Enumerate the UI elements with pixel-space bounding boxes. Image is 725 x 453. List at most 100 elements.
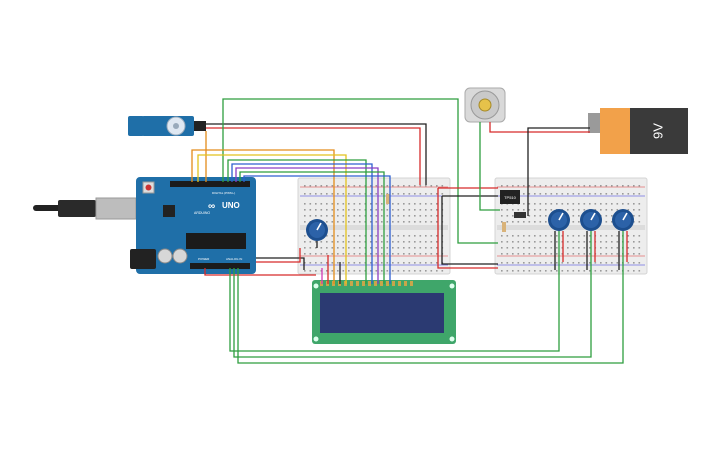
breadboard-hole [550, 235, 553, 237]
breadboard-hole [326, 193, 328, 195]
breadboard-hole [342, 209, 345, 211]
breadboard-hole [561, 247, 564, 249]
potentiometer-contrast[interactable] [306, 219, 328, 241]
breadboard-hole [386, 221, 389, 223]
breadboard-hole [320, 253, 323, 255]
breadboard-hole [392, 241, 394, 243]
breadboard-hole [578, 235, 580, 237]
breadboard-hole [638, 215, 641, 217]
breadboard-hole [392, 209, 394, 211]
breadboard-hole [616, 235, 619, 237]
breadboard-hole [425, 270, 427, 272]
breadboard-hole [375, 253, 378, 255]
breadboard-hole [550, 262, 553, 264]
breadboard-hole [578, 215, 580, 217]
breadboard-hole [359, 209, 361, 211]
breadboard-hole [545, 193, 547, 195]
breadboard-hole [364, 209, 367, 211]
breadboard-hole [408, 253, 411, 255]
breadboard-hole [622, 185, 624, 187]
breadboard-hole [545, 221, 547, 223]
breadboard-hole [528, 209, 531, 211]
breadboard-hole [611, 185, 613, 187]
breadboard-hole [414, 262, 416, 264]
breadboard-hole [572, 241, 575, 243]
servo-connector [194, 121, 206, 131]
battery-9v: 9V [588, 108, 688, 154]
breadboard-hole [386, 253, 389, 255]
breadboard-main [297, 177, 451, 275]
breadboard-hole [578, 185, 580, 187]
breadboard-hole [403, 262, 405, 264]
breadboard-hole [605, 215, 608, 217]
breadboard-hole [370, 253, 372, 255]
breadboard-hole [331, 209, 334, 211]
breadboard-hole [419, 253, 422, 255]
wire-gnd-bb [256, 257, 305, 270]
breadboard-hole [589, 203, 591, 205]
breadboard-hole [381, 241, 383, 243]
breadboard-hole [539, 215, 542, 217]
breadboard-hole [348, 215, 350, 217]
breadboard-hole [616, 209, 619, 211]
breadboard-hole [392, 193, 394, 195]
breadboard-hole [425, 209, 427, 211]
power-analog-header [190, 263, 250, 269]
breadboard-hole [600, 209, 602, 211]
breadboard-hole [430, 221, 433, 223]
breadboard-hole [539, 209, 542, 211]
breadboard-hole [403, 221, 405, 223]
breadboard-hole [539, 253, 542, 255]
breadboard-hole [359, 215, 361, 217]
breadboard-hole [638, 209, 641, 211]
breadboard-hole [337, 247, 339, 249]
breadboard-hole [627, 262, 630, 264]
breadboard-hole [638, 221, 641, 223]
breadboard-hole [381, 247, 383, 249]
wire-green-lcd [227, 159, 367, 284]
breadboard-hole [567, 193, 569, 195]
breadboard-hole [326, 209, 328, 211]
potentiometer-1[interactable] [548, 209, 570, 231]
breadboard-hole [567, 241, 569, 243]
breadboard-hole [397, 221, 400, 223]
breadboard-hole [616, 241, 619, 243]
breadboard-hole [638, 203, 641, 205]
breadboard-hole [304, 203, 306, 205]
breadboard-hole [403, 270, 405, 272]
breadboard-hole [572, 221, 575, 223]
breadboard-hole [627, 247, 630, 249]
breadboard-hole [583, 193, 586, 195]
breadboard-hole [528, 235, 531, 237]
breadboard-hole [309, 193, 312, 195]
breadboard-hole [315, 215, 317, 217]
breadboard-hole [545, 215, 547, 217]
breadboard-hole [392, 215, 394, 217]
usb-plug [58, 200, 96, 217]
breadboard-hole [337, 221, 339, 223]
breadboard-hole [337, 185, 339, 187]
breadboard-hole [304, 193, 306, 195]
breadboard-hole [611, 203, 613, 205]
breadboard-hole [315, 241, 317, 243]
breadboard-hole [386, 262, 389, 264]
breadboard-hole [408, 193, 411, 195]
breadboard-hole [523, 203, 525, 205]
wire-servo-vcc [206, 127, 421, 185]
breadboard-hole [337, 270, 339, 272]
digital-label: DIGITAL (PWM~) [212, 191, 235, 195]
potentiometer-2[interactable] [580, 209, 602, 231]
breadboard-hole [561, 241, 564, 243]
breadboard-hole [622, 203, 624, 205]
breadboard-hole [528, 221, 531, 223]
breadboard-hole [616, 247, 619, 249]
breadboard-hole [501, 270, 503, 272]
breadboard-hole [605, 235, 608, 237]
breadboard-hole [528, 262, 531, 264]
potentiometer-3[interactable] [612, 209, 634, 231]
breadboard-hole [594, 270, 597, 272]
breadboard-hole [578, 209, 580, 211]
breadboard-hole [633, 193, 635, 195]
breadboard-hole [425, 253, 427, 255]
